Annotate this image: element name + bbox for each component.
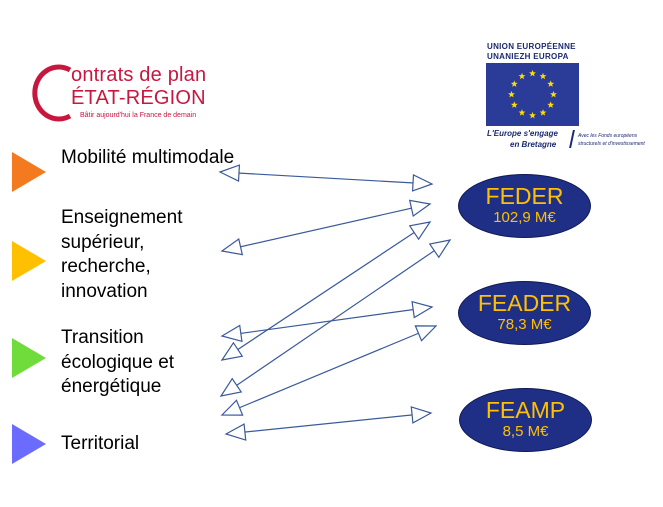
arrow-territorial-feamp-head-start — [224, 423, 247, 441]
territorial-triangle-icon — [12, 424, 46, 464]
cper-logo-line1: ontrats de plan — [71, 64, 207, 86]
eu-star-icon — [508, 90, 515, 98]
fund-feder: FEDER 102,9 M€ — [458, 174, 591, 238]
arrow-territorial-feamp-head-end — [410, 406, 433, 424]
arrow-territorial-feader-head-end — [414, 325, 438, 342]
arrow-transition-feder-head-end — [408, 221, 432, 241]
item-mobility-label: Mobilité multimodale — [61, 147, 235, 168]
item-research-label: Enseignement supérieur, recherche, innov… — [61, 207, 183, 302]
eu-small-line1: Avec les Fonds européens — [578, 133, 638, 139]
fund-feamp-name: FEAMP — [485, 397, 566, 423]
eu-stars — [508, 69, 557, 119]
arrow-mobility-feder-head-start — [218, 164, 241, 182]
eu-slogan-line1: L'Europe s'engage — [487, 129, 558, 138]
mobility-triangle-icon — [12, 152, 46, 192]
eu-flag-icon — [486, 63, 579, 126]
arrow-transition-feder-head-start — [220, 341, 244, 361]
arrow-territorial-feder — [220, 239, 451, 397]
fund-feamp-amount: 8,5 M€ — [502, 423, 549, 440]
fund-feader-amount: 78,3 M€ — [497, 316, 552, 333]
arrow-territorial-feader-head-start — [220, 399, 244, 416]
fund-feader-name: FEADER — [477, 290, 572, 316]
cper-c-icon — [32, 64, 72, 122]
eu-star-icon — [550, 90, 557, 98]
fund-feader: FEADER 78,3 M€ — [458, 281, 591, 345]
eu-star-icon — [539, 109, 547, 116]
transition-triangle-icon — [12, 338, 46, 378]
fund-feder-name: FEDER — [485, 183, 564, 209]
eu-title-line2: UNANIEZH EUROPA — [487, 52, 569, 61]
cper-logo-line2: ÉTAT-RÉGION — [71, 87, 206, 109]
cper-logo: ontrats de plan ÉTAT-RÉGION Bâtir aujour… — [30, 62, 207, 124]
arrow-territorial-feamp — [225, 412, 432, 435]
eu-star-icon — [518, 72, 526, 80]
eu-star-icon — [529, 111, 536, 119]
arrow-research-feder-head-end — [408, 199, 432, 218]
arrow-territorial-feder-head-start — [219, 377, 243, 397]
arrow-transition-feader-head-start — [220, 324, 243, 343]
eu-star-icon — [510, 80, 518, 87]
eu-small-line2: structurels et d'investissement — [578, 141, 645, 147]
eu-star-icon — [518, 109, 526, 116]
eu-star-icon — [539, 72, 547, 80]
cper-logo-tagline: Bâtir aujourd'hui la France de demain — [80, 112, 197, 119]
eu-title-line1: UNION EUROPÉENNE — [487, 42, 576, 51]
eu-star-icon — [510, 101, 518, 108]
eu-slogan-line2: en Bretagne — [510, 140, 557, 149]
fund-feamp: FEAMP 8,5 M€ — [459, 388, 592, 452]
arrow-transition-feader — [221, 306, 433, 337]
arrow-mobility-feder-head-end — [411, 174, 434, 192]
arrow-territorial-feader — [221, 325, 437, 416]
arrow-transition-feader-head-end — [411, 300, 434, 319]
item-transition-label: Transition écologique et énergétique — [61, 327, 175, 397]
arrow-territorial-feder-head-end — [428, 239, 452, 259]
arrow-transition-feder — [221, 221, 431, 361]
eu-star-icon — [547, 80, 555, 87]
arrow-research-feder-head-start — [220, 237, 244, 256]
arrow-research-feder — [221, 203, 431, 252]
eu-star-icon — [547, 101, 555, 108]
eu-star-icon — [529, 69, 536, 77]
arrow-mobility-feder — [219, 171, 433, 185]
item-territorial-label: Territorial — [61, 433, 140, 454]
research-triangle-icon — [12, 241, 46, 281]
fund-feder-amount: 102,9 M€ — [493, 209, 556, 226]
